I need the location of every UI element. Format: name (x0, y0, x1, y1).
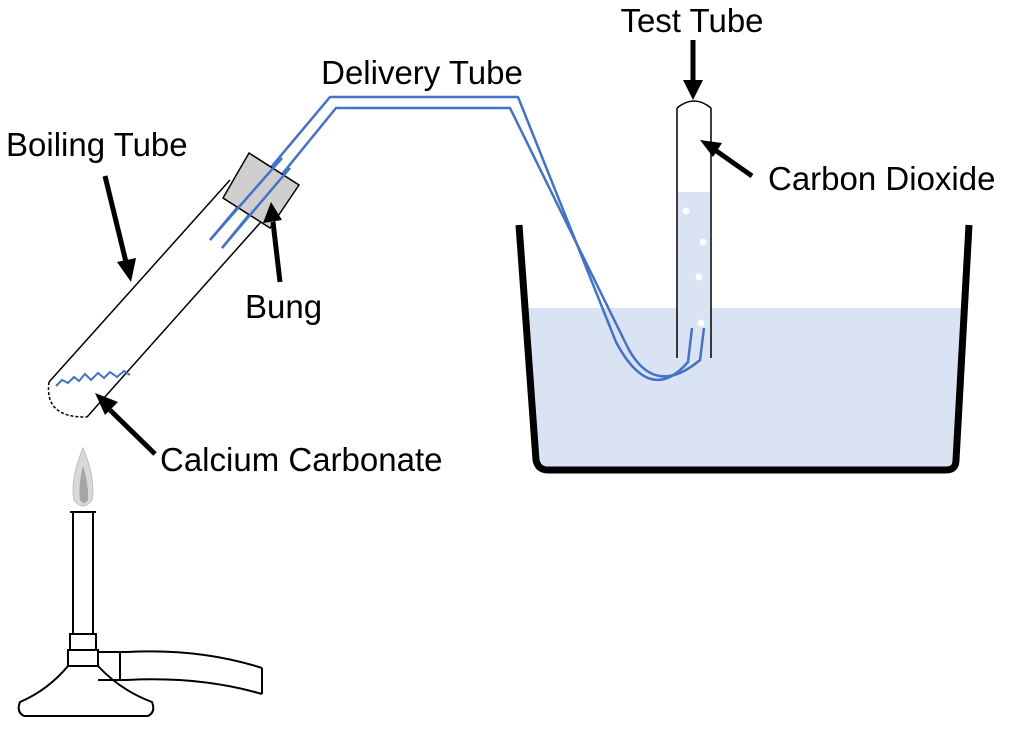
label-delivery-tube: Delivery Tube (321, 54, 523, 91)
bunsen-burner (17, 446, 263, 717)
bung (221, 151, 301, 230)
water-trough (515, 224, 973, 474)
delivery-tube (209, 95, 706, 381)
calcium-carbonate-powder (55, 369, 131, 387)
delivery-tube-through-bung (209, 157, 291, 249)
carbon-dioxide-arrow (713, 147, 754, 179)
boiling-tube (47, 179, 269, 418)
test-tube-water (678, 192, 710, 358)
label-bung: Bung (245, 288, 322, 325)
gas-hose (98, 650, 263, 695)
label-arrows (95, 40, 754, 456)
label-carbon-dioxide: Carbon Dioxide (768, 160, 995, 197)
label-calcium-carbonate: Calcium Carbonate (160, 441, 442, 478)
trough-water (522, 308, 966, 468)
label-boiling-tube: Boiling Tube (6, 126, 188, 163)
label-test-tube: Test Tube (620, 2, 763, 39)
bung-arrow (270, 221, 283, 283)
boiling-tube-arrow (102, 175, 129, 263)
calcium-carbonate-arrow (108, 408, 157, 456)
gas-bubbles (682, 207, 707, 327)
